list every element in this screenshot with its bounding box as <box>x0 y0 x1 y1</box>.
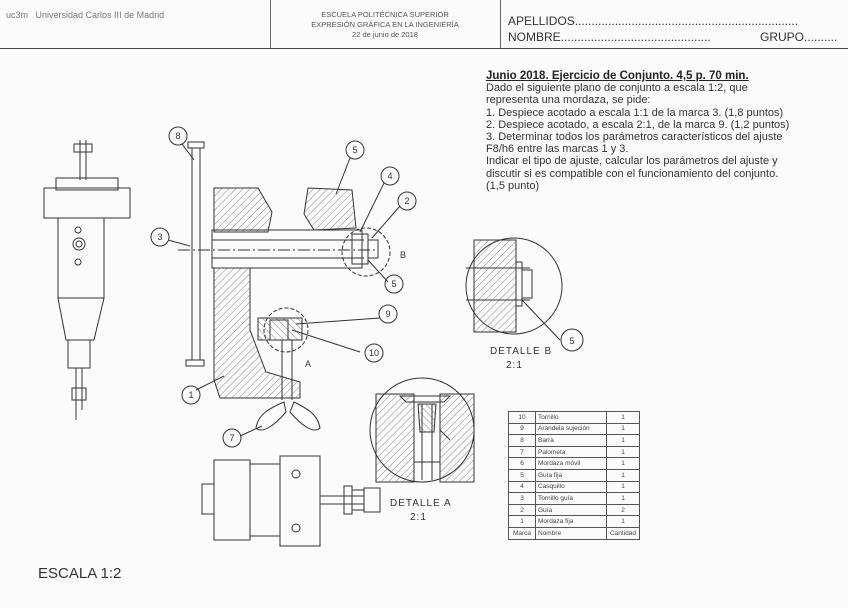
main-section-view <box>178 141 391 431</box>
part-name: Tornillo guía <box>535 492 607 505</box>
university-name: uc3m Universidad Carlos III de Madrid <box>6 10 165 20</box>
balloon-5-top: 5 <box>352 145 357 155</box>
part-mark: 3 <box>508 492 536 505</box>
part-mark: 4 <box>508 480 536 494</box>
part-mark: 1 <box>508 515 536 528</box>
balloon-9: 9 <box>385 309 390 319</box>
balloon-2: 2 <box>404 196 409 206</box>
student-cell: APELLIDOS...............................… <box>500 0 848 48</box>
part-quantity: 1 <box>606 445 640 459</box>
part-balloons <box>150 126 584 448</box>
part-name: Nombre <box>535 526 607 540</box>
detail-b-view <box>465 237 563 335</box>
department-name: EXPRESIÓN GRÁFICA EN LA INGENIERÍA <box>311 20 459 29</box>
balloon-numbers: 8 3 5 4 2 5 9 10 1 7 5 B A DETALLE B 2:1… <box>157 131 574 523</box>
part-quantity: 1 <box>606 422 640 436</box>
apellidos-field: APELLIDOS...............................… <box>508 14 799 28</box>
balloon-5-detail: 5 <box>569 336 574 346</box>
part-mark: 7 <box>508 445 536 459</box>
part-quantity: Cantidad <box>606 526 640 540</box>
part-quantity: 1 <box>606 480 640 494</box>
part-name: Mordaza fija <box>535 515 607 528</box>
part-mark: 2 <box>508 503 536 517</box>
school-cell: ESCUELA POLITÉCNICA SUPERIOR EXPRESIÓN G… <box>270 0 501 48</box>
detail-a-title: DETALLE A <box>390 498 452 509</box>
detail-a-view <box>369 377 475 483</box>
statement-line: discutir si es compatible con el funcion… <box>486 167 779 180</box>
detail-b-scale: 2:1 <box>506 360 523 371</box>
part-name: Guía fija <box>535 468 607 482</box>
exam-date: 22 de junio de 2018 <box>352 30 418 39</box>
balloon-3: 3 <box>157 232 162 242</box>
exercise-statement: Junio 2018. Ejercicio de Conjunto. 4,5 p… <box>486 70 816 192</box>
part-mark: 9 <box>508 422 536 436</box>
part-quantity: 1 <box>606 515 640 528</box>
part-name: Palometa <box>535 445 607 459</box>
part-quantity: 1 <box>606 457 640 470</box>
grupo-field: GRUPO.......... <box>760 30 838 44</box>
statement-line: Indicar el tipo de ajuste, calcular los … <box>486 155 778 168</box>
statement-line: 1. Despiece acotado a escala 1:1 de la m… <box>486 106 784 119</box>
bottom-view <box>201 455 381 547</box>
school-name: ESCUELA POLITÉCNICA SUPERIOR <box>321 10 449 19</box>
part-quantity: 1 <box>606 468 640 482</box>
part-mark: 6 <box>508 457 536 470</box>
part-quantity: 2 <box>606 503 640 517</box>
drawing-scale: ESCALA 1:2 <box>38 565 122 582</box>
part-name: Arandela sujeción <box>535 422 607 436</box>
exercise-title: Junio 2018. Ejercicio de Conjunto. 4,5 p… <box>486 70 749 82</box>
part-name: Barra <box>535 434 607 447</box>
label-a: A <box>305 359 311 369</box>
nombre-field: NOMBRE..................................… <box>508 30 711 44</box>
balloon-7: 7 <box>229 433 234 443</box>
part-quantity: 1 <box>606 434 640 447</box>
part-name: Tornillo <box>535 411 607 424</box>
part-quantity: 1 <box>606 492 640 505</box>
part-quantity: 1 <box>606 411 640 424</box>
university-cell: uc3m Universidad Carlos III de Madrid <box>0 0 271 48</box>
statement-line: Dado el siguiente plano de conjunto a es… <box>486 82 748 95</box>
title-block: uc3m Universidad Carlos III de Madrid ES… <box>0 0 848 49</box>
left-side-view <box>43 140 131 420</box>
school-info: ESCUELA POLITÉCNICA SUPERIOR EXPRESIÓN G… <box>270 10 500 40</box>
statement-line: 2. Despiece acotado, a escala 2:1, de la… <box>486 118 790 131</box>
statement-line: (1,5 punto) <box>486 179 540 192</box>
label-b: B <box>400 250 406 260</box>
part-name: Casquillo <box>535 480 607 494</box>
statement-line: representa una mordaza, se pide: <box>486 94 651 107</box>
part-mark: 10 <box>508 411 536 424</box>
leader-lines <box>167 143 561 441</box>
part-name: Guía <box>535 503 607 517</box>
statement-line: F8/h6 entre las marcas 1 y 3. <box>486 143 629 156</box>
balloon-5-mid: 5 <box>391 279 396 289</box>
statement-line: 3. Determinar todos los parámetros carac… <box>486 131 783 144</box>
part-mark: 5 <box>508 468 536 482</box>
balloon-1: 1 <box>188 390 193 400</box>
part-name: Mordaza móvil <box>535 457 607 470</box>
balloon-8: 8 <box>175 131 180 141</box>
part-mark: 8 <box>508 434 536 447</box>
part-mark: Marca <box>508 526 536 540</box>
detail-a-scale: 2:1 <box>410 512 427 523</box>
balloon-4: 4 <box>387 171 392 181</box>
balloon-10: 10 <box>369 348 379 358</box>
detail-b-title: DETALLE B <box>490 346 552 357</box>
